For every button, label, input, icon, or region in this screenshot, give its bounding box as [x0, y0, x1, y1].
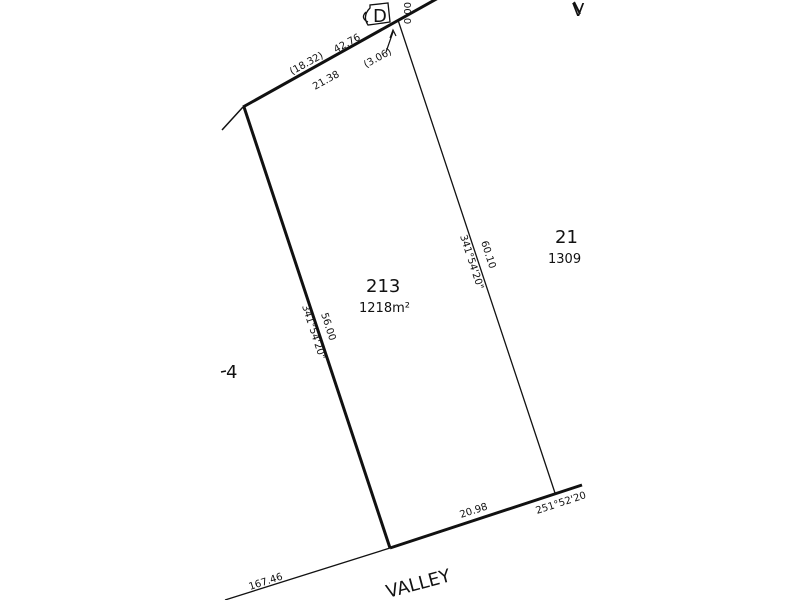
corner-label: 00.0: [401, 2, 412, 24]
survey-mark-label: D: [373, 6, 387, 27]
arrow-icon: [385, 28, 397, 53]
bottom-bearing: 251°52'20: [535, 490, 588, 517]
street-name: VALLEY: [384, 565, 454, 600]
left-lot-number: 4: [226, 362, 237, 383]
right-boundary-line: [397, 19, 556, 494]
left-extension-line: [221, 106, 244, 131]
lot-area: 1218m²: [359, 301, 410, 316]
left-lot-tick: [220, 370, 227, 373]
street-length: 167.46: [248, 572, 285, 593]
top-dim-42-76: 42.76: [332, 32, 362, 56]
top-dim-3-06: (3.06): [362, 46, 394, 70]
street-line: [224, 547, 391, 601]
neighbor-lot-area: 1309: [548, 252, 581, 267]
neighbor-lot-number: 21: [555, 227, 578, 248]
top-right-fragment: V: [572, 0, 585, 21]
top-dim-21-38: 21.38: [311, 69, 341, 93]
top-right-mark: [573, 1, 581, 15]
survey-mark-icon: [362, 2, 391, 26]
lot-number: 213: [366, 276, 400, 297]
right-length: 60.10: [478, 240, 497, 271]
left-boundary-line: [242, 106, 392, 549]
left-bearing: 341°54'20": [299, 304, 327, 362]
top-boundary-line: [242, 0, 438, 109]
bottom-boundary-line: [389, 483, 583, 550]
